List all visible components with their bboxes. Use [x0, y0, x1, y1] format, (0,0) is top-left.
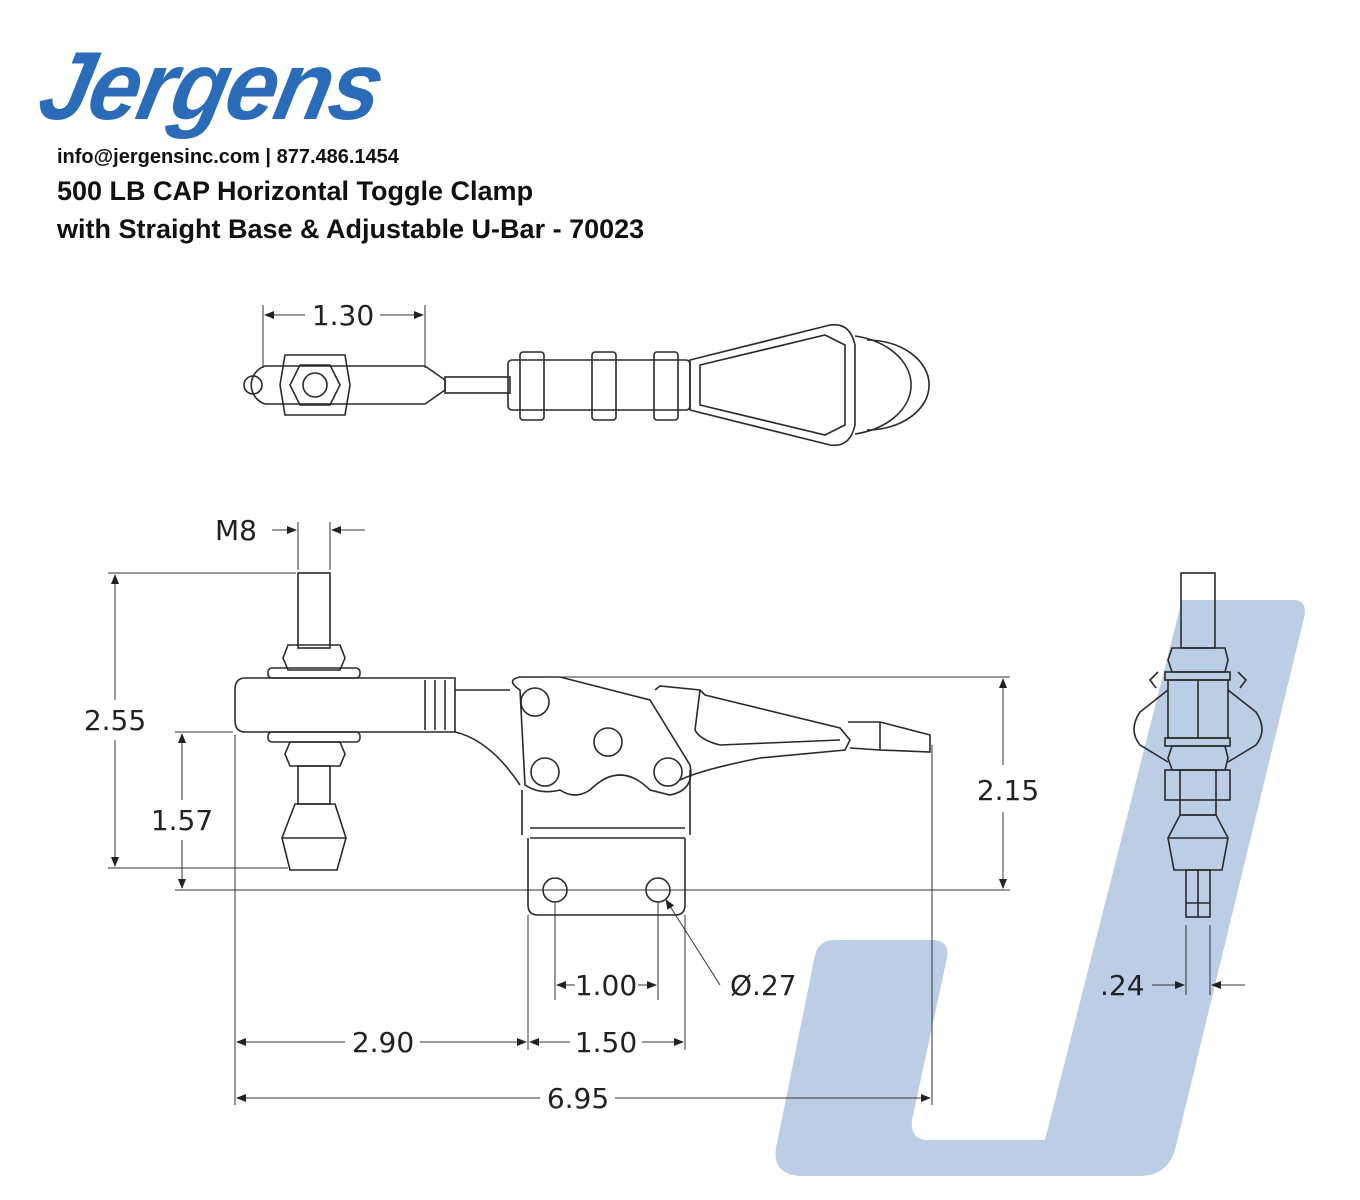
dim-hole-diameter: Ø.27 — [730, 969, 797, 1002]
contact-info: info@jergensinc.com | 877.486.1454 — [57, 146, 399, 168]
dim-thread: M8 — [215, 514, 257, 547]
top-view: 1.30 — [243, 298, 930, 447]
end-view: .24 — [1100, 572, 1263, 1002]
dim-hole-spacing: 1.00 — [575, 969, 637, 1002]
side-view — [234, 572, 931, 916]
dimension-lines: M8 2.55 1.57 2.15 1.00 Ø.27 — [84, 514, 1045, 1115]
dim-handle-height: 2.15 — [977, 774, 1039, 807]
product-title-line2: with Straight Base & Adjustable U-Bar - … — [57, 214, 645, 244]
dim-arm-length: 2.90 — [352, 1026, 414, 1059]
jergens-logo: Jergens — [30, 32, 392, 140]
dim-overall-length: 6.95 — [547, 1082, 609, 1115]
dim-overall-height: 2.55 — [84, 704, 146, 737]
dim-spindle-height: 1.57 — [151, 804, 213, 837]
dim-base-width: 1.50 — [575, 1026, 637, 1059]
dim-spindle-tip: .24 — [1100, 969, 1145, 1002]
dim-top-width: 1.30 — [312, 299, 374, 332]
watermark-j — [775, 600, 1305, 1176]
product-title-line1: 500 LB CAP Horizontal Toggle Clamp — [57, 176, 534, 206]
